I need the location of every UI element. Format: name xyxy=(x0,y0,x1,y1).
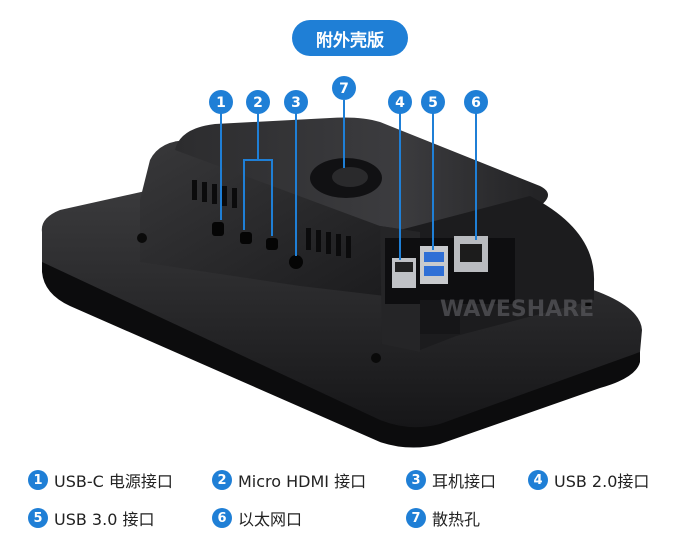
device-photo: WAVESHARE 1 2 3 7 4 5 6 xyxy=(41,76,643,448)
legend-item-ethernet: 6 以太网口 xyxy=(212,506,302,530)
legend-item-vent: 7 散热孔 xyxy=(406,506,480,530)
callout-2-label: 2 xyxy=(253,95,263,111)
legend-label: 以太网口 xyxy=(238,510,303,529)
legend-label: 耳机接口 xyxy=(432,472,497,491)
legend-number-badge: 5 xyxy=(28,508,48,528)
legend-label: USB-C 电源接口 xyxy=(54,472,173,491)
callout-5-label: 5 xyxy=(428,95,438,111)
legend-number-badge: 2 xyxy=(212,470,232,490)
page-title: 附外壳版 xyxy=(292,20,408,56)
legend-item-usb-c: 1 USB-C 电源接口 xyxy=(28,468,173,492)
callout-4-label: 4 xyxy=(395,95,405,111)
callout-2-badge xyxy=(246,90,270,114)
legend-number-badge: 3 xyxy=(406,470,426,490)
legend-number-badge: 1 xyxy=(28,470,48,490)
callout-3-badge xyxy=(284,90,308,114)
callout-1-badge xyxy=(209,90,233,114)
legend-number-badge: 7 xyxy=(406,508,426,528)
legend-item-audio-jack: 3 耳机接口 xyxy=(406,468,496,492)
legend-item-usb-2: 4 USB 2.0接口 xyxy=(528,468,649,492)
legend-number-badge: 6 xyxy=(212,508,232,528)
callout-3-label: 3 xyxy=(291,95,301,111)
legend-label: USB 2.0接口 xyxy=(554,472,650,491)
legend-label: USB 3.0 接口 xyxy=(54,510,155,529)
callout-6-label: 6 xyxy=(471,95,481,111)
legend-number-badge: 4 xyxy=(528,470,548,490)
callout-5-badge xyxy=(421,90,445,114)
callout-7-badge xyxy=(332,76,356,100)
legend-item-usb-3: 5 USB 3.0 接口 xyxy=(28,506,154,530)
legend-label: Micro HDMI 接口 xyxy=(238,472,367,491)
callout-4-badge xyxy=(388,90,412,114)
legend-item-micro-hdmi: 2 Micro HDMI 接口 xyxy=(212,468,366,492)
callout-7-label: 7 xyxy=(339,81,349,97)
watermark-logo: WAVESHARE xyxy=(440,297,594,322)
callout-1-label: 1 xyxy=(216,95,226,111)
callout-6-badge xyxy=(464,90,488,114)
legend-label: 散热孔 xyxy=(432,510,481,529)
